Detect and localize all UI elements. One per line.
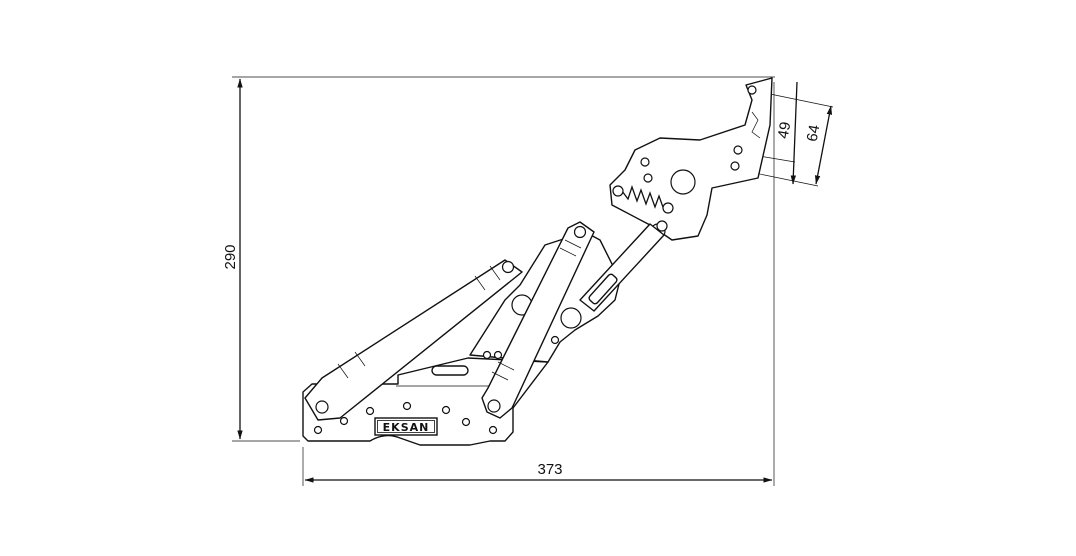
bracket-rivet (482, 350, 492, 360)
bracket-holes (313, 401, 498, 435)
offset-dimensions: 49 64 (749, 81, 834, 187)
inner-offset-dimension-line (790, 81, 798, 185)
bracket-slot (431, 365, 469, 376)
link-arm-pivot (656, 220, 668, 232)
front-arm-lower-pivot (487, 399, 501, 413)
rear-arm-upper-pivot (501, 260, 515, 274)
upper-arm-plate (609, 77, 773, 241)
sofa-hinge-mechanism: EKSAN (302, 77, 773, 446)
bracket-rivet (550, 335, 560, 345)
plate-edge-detail (751, 111, 761, 139)
front-arm-upper-pivot (573, 225, 587, 239)
rear-support-arm (304, 259, 523, 421)
front-support-arm (481, 221, 595, 419)
inner-offset-dimension-label: 49 (775, 121, 795, 140)
width-dimension-label: 373 (537, 461, 562, 478)
extension-line-plate-top (769, 93, 834, 108)
upper-plate-rivet (733, 145, 743, 155)
bracket-rivet (493, 350, 503, 360)
rear-arm-lower-pivot (315, 400, 329, 414)
height-dimension: 290 (222, 76, 775, 442)
extension-line-plate-bottom (749, 171, 819, 187)
eksan-logo: EKSAN (374, 417, 438, 436)
upper-plate-rivet (747, 85, 757, 95)
upper-plate-rivet (643, 173, 653, 183)
outer-offset-dimension-label: 64 (804, 124, 824, 143)
width-dimension: 373 (302, 82, 775, 486)
brand-logo-text: EKSAN (383, 421, 430, 434)
outer-offset-dimension-line (814, 105, 833, 185)
height-dimension-label: 290 (222, 244, 239, 269)
middle-plate-pivot (560, 307, 582, 329)
link-arm-slot (588, 273, 618, 305)
tension-spring (612, 185, 674, 214)
upper-plate-hole (670, 169, 696, 195)
upper-plate-rivet (640, 157, 650, 167)
upper-plate-rivet (730, 161, 740, 171)
